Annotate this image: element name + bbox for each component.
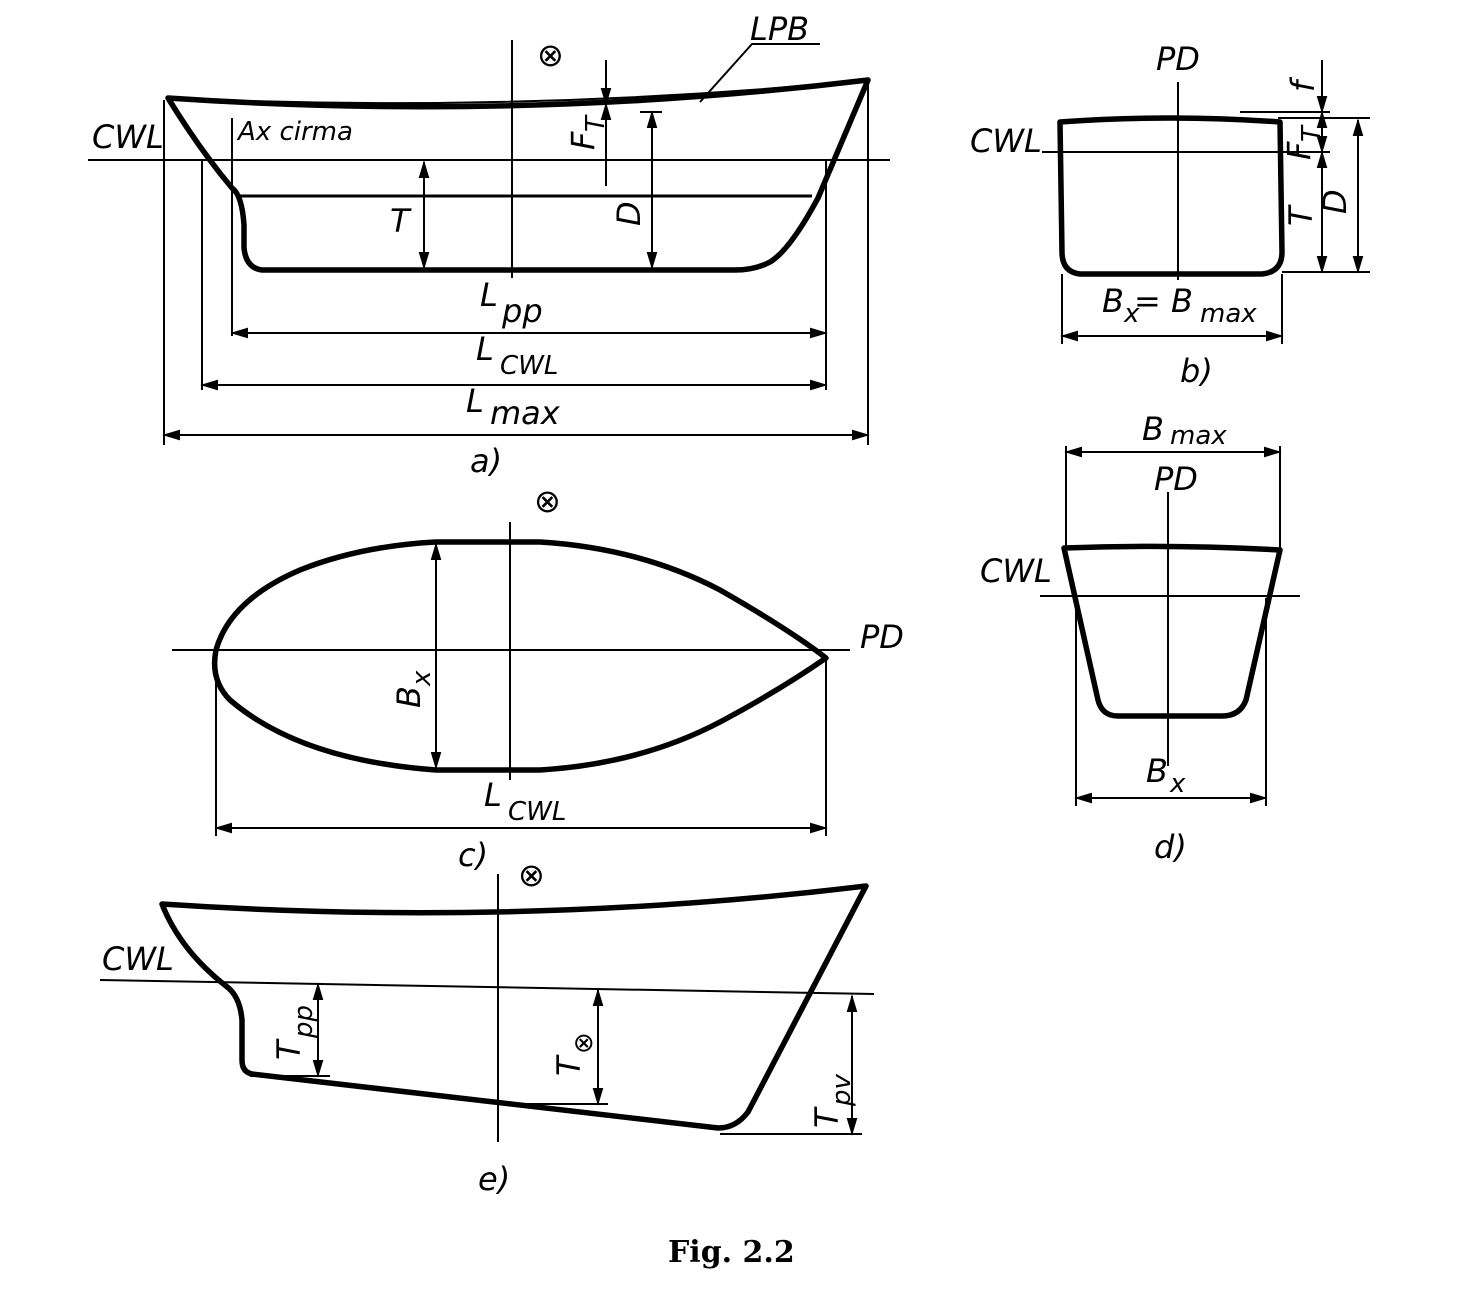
svg-text:= B: = B — [1134, 282, 1193, 320]
svg-text:B: B — [390, 686, 428, 708]
panel-b-ft-label: F T — [1280, 124, 1327, 160]
svg-text:T: T — [550, 1054, 588, 1076]
svg-text:f: f — [1284, 76, 1322, 92]
panel-b-f-label: f — [1284, 76, 1322, 92]
panel-e-hull-outline — [159, 883, 869, 1131]
svg-text:L: L — [484, 776, 502, 814]
svg-text:x: x — [1169, 769, 1186, 799]
svg-text:pp: pp — [289, 1005, 319, 1039]
svg-text:T: T — [581, 114, 611, 132]
panel-b-pd-label: PD — [1156, 40, 1200, 78]
svg-text:L: L — [466, 382, 484, 420]
panel-e-midship-symbol: ⊗ — [518, 856, 545, 894]
svg-text:max: max — [490, 394, 561, 432]
panel-e-cwl-line — [99, 979, 875, 995]
svg-text:max: max — [1200, 299, 1257, 329]
panel-a-sheer-line — [167, 79, 869, 105]
svg-text:max: max — [1170, 421, 1227, 451]
panel-a-lpb-leader — [699, 43, 820, 103]
panel-c-waterplane: ⊗ PD B x L CWL c) — [172, 482, 904, 874]
panel-b-tag: b) — [1180, 352, 1213, 390]
svg-text:pp: pp — [501, 292, 543, 330]
svg-text:B: B — [1142, 410, 1164, 448]
svg-text:⊗: ⊗ — [569, 1032, 599, 1054]
panel-b-midship-section: PD CWL f F T T D B x = B max b) — [970, 40, 1370, 390]
svg-text:B: B — [1146, 752, 1168, 790]
panel-c-pd-label: PD — [860, 618, 904, 656]
panel-e-trim-profile: ⊗ CWL T pp T ⊗ T pv e) — [99, 856, 875, 1198]
panel-a-t-label: T — [390, 202, 412, 240]
panel-b-d-label: D — [1316, 189, 1354, 214]
panel-d-pd-label: PD — [1154, 460, 1198, 498]
panel-d-bmax-label: B max — [1142, 410, 1227, 451]
svg-text:B: B — [1102, 282, 1124, 320]
svg-text:F: F — [564, 131, 602, 150]
svg-text:CWL: CWL — [508, 797, 566, 827]
svg-text:L: L — [476, 330, 494, 368]
panel-a-lcwl-label: L CWL — [476, 330, 558, 381]
svg-text:x: x — [1123, 299, 1140, 329]
panel-d-bx-label: B x — [1146, 752, 1186, 799]
panel-e-tpv-label: T pv — [808, 1073, 857, 1128]
panel-b-hull-outline — [1057, 115, 1285, 277]
panel-b-t-label: T — [1282, 204, 1320, 226]
svg-text:L: L — [480, 276, 498, 314]
svg-text:pv: pv — [827, 1073, 857, 1107]
panel-a-ax-cirma-label: Ax cirma — [236, 117, 353, 147]
panel-a-tag: a) — [470, 442, 502, 480]
panel-e-tag: e) — [478, 1160, 510, 1198]
panel-d-tag: d) — [1154, 828, 1187, 866]
panel-a-lpp-label: L pp — [480, 276, 543, 330]
panel-a-lpb-label: LPB — [750, 10, 809, 48]
svg-text:D: D — [1316, 189, 1354, 214]
panel-d-cwl-label: CWL — [980, 552, 1052, 590]
panel-c-waterplane-outline — [211, 539, 829, 773]
panel-e-tmid-label: T ⊗ — [550, 1032, 599, 1076]
svg-text:T: T — [808, 1106, 846, 1128]
panel-b-cwl-label: CWL — [970, 122, 1042, 160]
svg-text:x: x — [407, 670, 437, 687]
svg-text:F: F — [1280, 141, 1318, 160]
svg-text:CWL: CWL — [500, 351, 558, 381]
svg-text:T: T — [1297, 124, 1327, 142]
panel-e-tpp-label: T pp — [270, 1005, 319, 1060]
panel-c-tag: c) — [458, 836, 488, 874]
panel-c-lcwl-label: L CWL — [484, 776, 566, 827]
panel-b-b-label: B x = B max — [1102, 282, 1257, 329]
panel-d-section: B max PD CWL B x d) — [980, 410, 1300, 866]
panel-a-d-label: D — [610, 201, 648, 226]
panel-a-lmax-label: L max — [466, 382, 561, 432]
figure-caption: Fig. 2.2 — [668, 1235, 795, 1270]
panel-e-cwl-label: CWL — [102, 940, 174, 978]
panel-c-bx-label: B x — [390, 670, 437, 708]
svg-text:T: T — [270, 1038, 308, 1060]
svg-text:T: T — [1282, 204, 1320, 226]
panel-a-hull-outline — [165, 77, 871, 273]
panel-c-midship-symbol: ⊗ — [534, 482, 561, 520]
panel-a-midship-symbol: ⊗ — [537, 36, 564, 74]
panel-a-cwl-label: CWL — [92, 118, 164, 156]
svg-text:D: D — [610, 201, 648, 226]
panel-d-hull-outline — [1061, 543, 1283, 719]
panel-a-f-label: F T — [564, 114, 611, 150]
panel-a-side-profile: ⊗ LPB CWL Ax cirma T F T D L pp L CWL L … — [88, 10, 890, 480]
